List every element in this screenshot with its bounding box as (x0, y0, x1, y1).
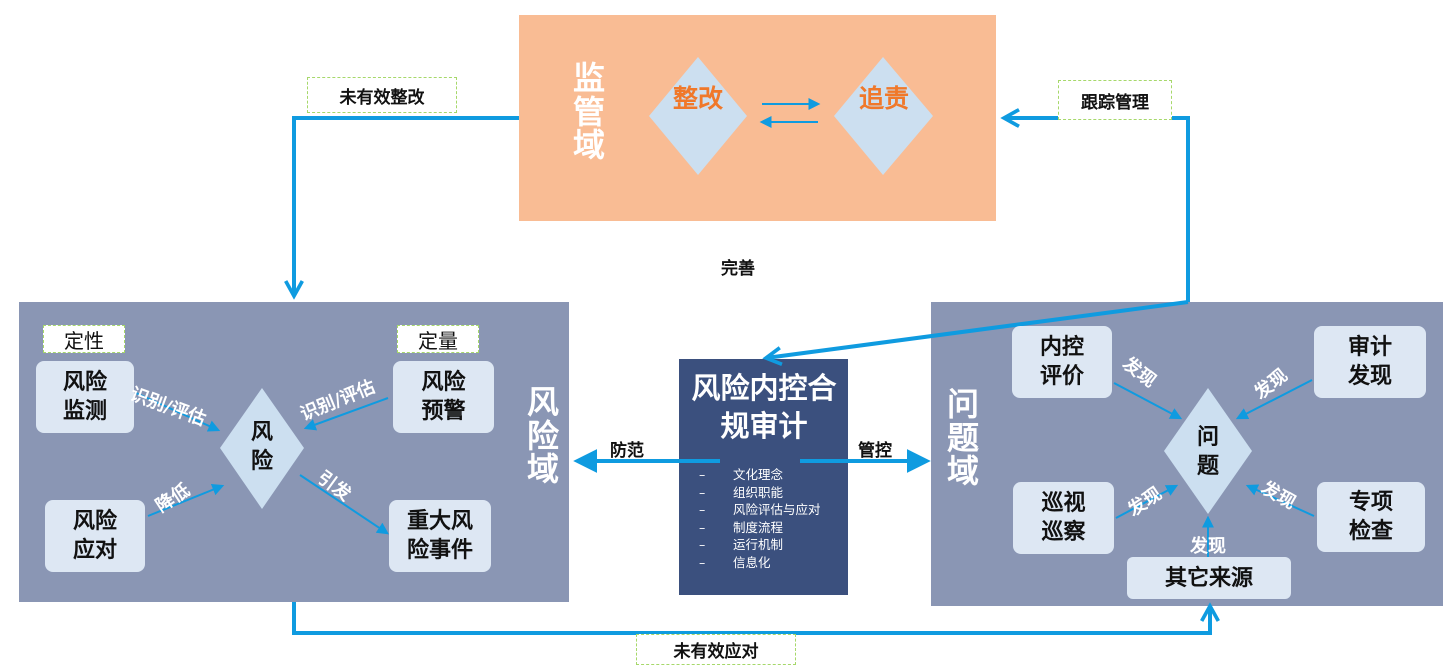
major-risk-event-box: 重大风险事件 (389, 500, 491, 572)
list-item: –制度流程 (699, 519, 784, 535)
audit-finding-box: 审计发现 (1314, 326, 1426, 398)
other-sources-box: 其它来源 (1127, 557, 1291, 599)
inspection-box: 巡视巡察 (1013, 482, 1114, 554)
risk-monitoring-box: 风险监测 (36, 361, 134, 433)
internal-control-eval-box: 内控评价 (1012, 326, 1112, 398)
issue-diamond-label: 问题 (1196, 425, 1219, 479)
center-item-list: –文化理念 –组织职能 –风险评估与应对 –制度流程 –运行机制 –信息化 (685, 466, 845, 571)
center-title: 风险内控合规审计 (691, 371, 837, 443)
risk-control-audit-panel (679, 359, 848, 595)
control-label: 管控 (858, 441, 892, 461)
qualitative-label: 定性 (43, 325, 125, 353)
risk-diamond-label: 风险 (250, 420, 273, 474)
risk-response-box: 风险应对 (45, 500, 145, 572)
issue-diamond (1164, 388, 1252, 514)
list-item: –信息化 (699, 554, 771, 570)
ineffective-response-label: 未有效应对 (636, 634, 796, 665)
quantitative-label: 定量 (397, 325, 479, 353)
risk-domain-title: 风险域 (526, 383, 559, 489)
list-item: –组织职能 (699, 484, 784, 500)
found-label-other-sources: 发现 (1190, 536, 1226, 557)
ineffective-rectify-label: 未有效整改 (307, 77, 457, 113)
improve-label: 完善 (721, 259, 755, 279)
issue-domain-title: 问题域 (946, 385, 979, 491)
list-item: –运行机制 (699, 537, 784, 552)
special-check-box: 专项检查 (1317, 482, 1425, 552)
list-item: –文化理念 (699, 467, 784, 482)
supervision-domain-title: 监管域 (572, 59, 605, 165)
prevent-label: 防范 (610, 441, 644, 461)
rectify-diamond (649, 57, 747, 175)
risk-warning-box: 风险预警 (393, 361, 494, 433)
rectify-label: 整改 (672, 84, 723, 113)
accountability-diamond (834, 57, 933, 175)
risk-diamond (220, 388, 304, 509)
list-item: –风险评估与应对 (699, 502, 821, 517)
tracking-label: 跟踪管理 (1058, 80, 1172, 120)
accountability-label: 追责 (858, 84, 909, 113)
